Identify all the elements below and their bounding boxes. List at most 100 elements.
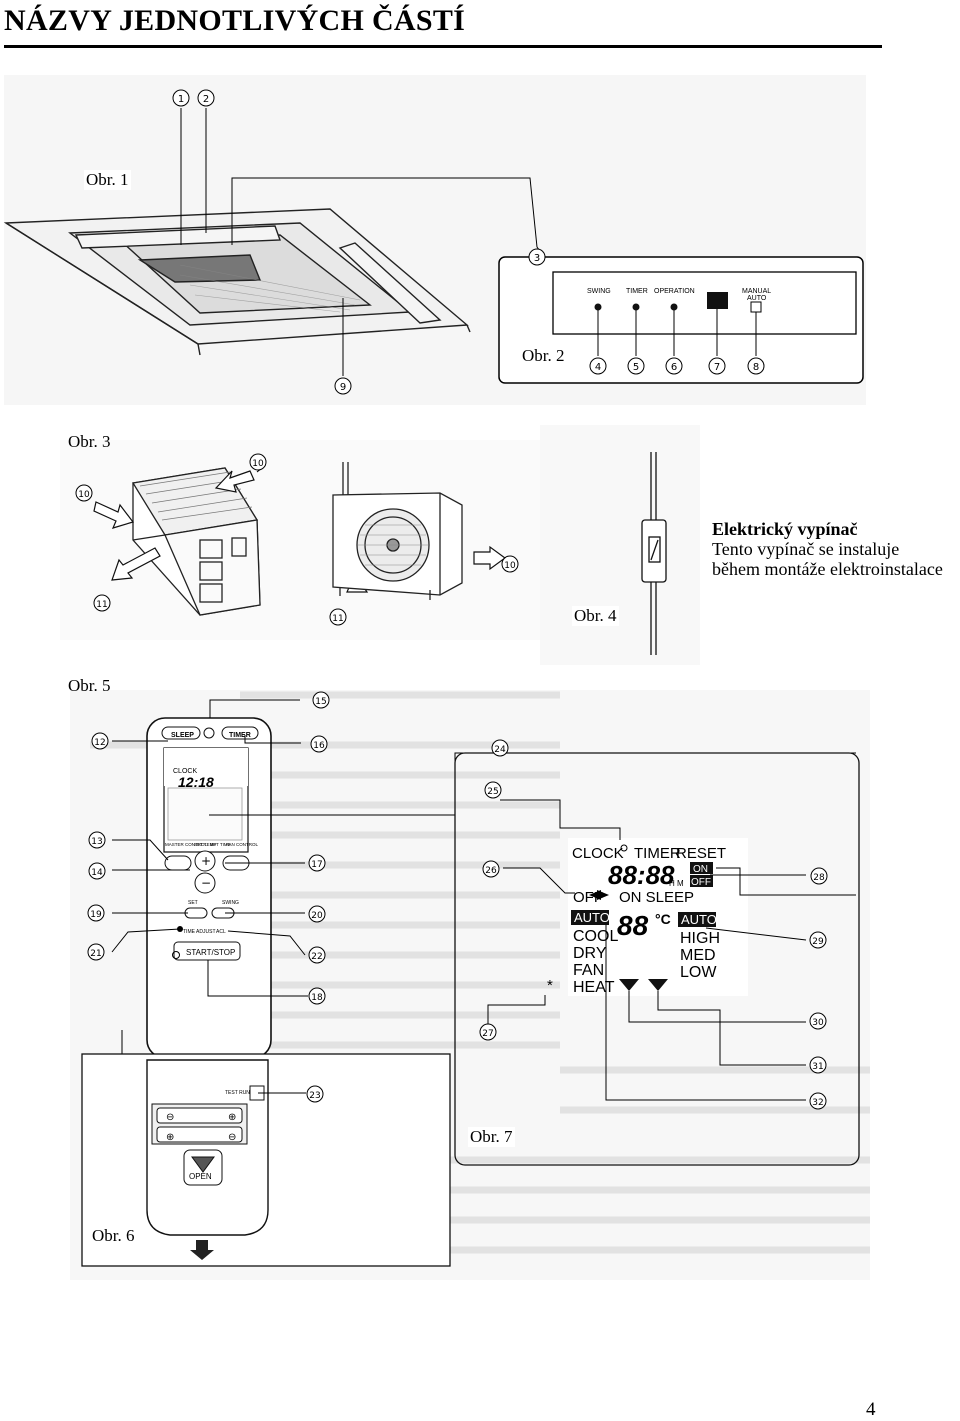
callout-numbers (75, 89, 828, 1110)
callout-24: 24 (494, 745, 506, 755)
lcd-high: HIGH (680, 930, 720, 947)
callout-11b: 11 (332, 614, 343, 624)
figure-label-obr6: Obr. 6 (90, 1226, 137, 1246)
temp-up-button[interactable] (194, 850, 216, 872)
lcd-asterisk: * (547, 977, 553, 994)
panel-label-manual: MANUAL (742, 288, 771, 295)
lcd-auto-fan: AUTO (681, 912, 717, 927)
remote-settime-label: SET TIME (210, 842, 231, 847)
swing-led (594, 303, 602, 311)
set-button[interactable] (184, 907, 208, 919)
figure-label-obr7: Obr. 7 (468, 1127, 515, 1147)
lcd-heat: HEAT (573, 979, 615, 996)
remote-settemp-label: SET TEMP (194, 842, 216, 847)
remote-swing-label: SWING (222, 900, 239, 906)
lcd-cool: COOL (573, 928, 618, 945)
remote-set-label: SET (188, 900, 198, 906)
callout-11a: 11 (96, 600, 107, 610)
callout-10a: 10 (78, 490, 90, 500)
figure-label-obr3: Obr. 3 (68, 432, 111, 451)
remote-back-battery: ⊖ ⊕ ⊕ ⊖ (81, 1053, 451, 1267)
callout-7: 7 (714, 362, 720, 373)
title-rule (4, 45, 882, 48)
lcd-deg: °C (655, 911, 671, 927)
remote-timeadjust-label: TIME ADJUST (183, 929, 216, 935)
switch-note-line2: během montáže elektroinstalace (712, 559, 943, 579)
remote-timer-label: TIMER (229, 732, 251, 739)
svg-text:+: + (201, 854, 211, 868)
master-control-button[interactable] (164, 855, 192, 871)
callout-15: 15 (315, 697, 326, 707)
page-number: 4 (866, 1399, 876, 1420)
callout-13: 13 (91, 837, 102, 847)
remote-acl-label: ACL (216, 929, 226, 935)
lcd-off-box: OFF (691, 877, 711, 888)
callout-8: 8 (753, 362, 759, 373)
start-stop-button[interactable] (173, 941, 241, 961)
callout-10c: 10 (504, 561, 516, 571)
cassette-unit (3, 208, 471, 356)
callout-20: 20 (311, 911, 323, 921)
callout-5: 5 (633, 362, 639, 373)
callout-10b: 10 (252, 459, 264, 469)
lcd-auto-mode: AUTO (574, 910, 610, 925)
callout-22: 22 (311, 952, 322, 962)
lcd-m: M (677, 879, 684, 888)
callout-32: 32 (812, 1098, 823, 1108)
switch-note: Elektrický vypínač Tento vypínač se inst… (712, 519, 943, 579)
callout-30: 30 (812, 1018, 824, 1028)
callout-17: 17 (311, 860, 322, 870)
svg-text:⊕: ⊕ (166, 1132, 174, 1143)
figure-label-obr2: Obr. 2 (520, 346, 567, 366)
lcd-segments: CLOCK TIMER RESET 88:88 H M OFF ON SLEEP… (547, 845, 726, 996)
callout-3: 3 (534, 253, 540, 264)
remote-sleep-label: SLEEP (171, 732, 194, 739)
operation-led (670, 303, 678, 311)
lcd-med: MED (680, 947, 716, 964)
sleep-button[interactable] (161, 726, 201, 740)
callout-19: 19 (90, 910, 102, 920)
page-title: NÁZVY JEDNOTLIVÝCH ČÁSTÍ (4, 4, 466, 37)
remote-time: 12:18 (178, 774, 214, 790)
manual-auto-button[interactable] (750, 301, 762, 313)
panel-label-operation: OPERATION (654, 288, 695, 295)
figure-label-obr5: Obr. 5 (68, 676, 111, 695)
callout-6: 6 (671, 362, 677, 373)
callout-31: 31 (812, 1062, 823, 1072)
switch-note-heading: Elektrický vypínač (712, 519, 858, 539)
panel-label-swing: SWING (587, 288, 611, 295)
svg-text:⊖: ⊖ (228, 1132, 236, 1143)
figure-label-obr4: Obr. 4 (572, 606, 619, 626)
callout-21: 21 (90, 949, 101, 959)
open-label: OPEN (189, 1172, 212, 1181)
timer-button[interactable] (221, 726, 259, 740)
remote-control (146, 717, 272, 1059)
temp-down-button[interactable] (194, 872, 216, 894)
switch-note-line1: Tento vypínač se instaluje (712, 539, 900, 559)
timer-led (632, 303, 640, 311)
svg-text:⊕: ⊕ (228, 1112, 236, 1123)
remote-fan-label: FAN CONTROL (226, 842, 259, 847)
lcd-timer: TIMER (634, 845, 681, 862)
callout-1: 1 (178, 94, 184, 105)
test-run-label: TEST RUN (225, 1090, 250, 1096)
lcd-reset: RESET (676, 845, 726, 862)
callout-14: 14 (91, 868, 103, 878)
remote-startstop-label: START/STOP (186, 948, 235, 957)
outdoor-unit-2 (332, 462, 463, 600)
figure-label-obr1: Obr. 1 (84, 170, 131, 190)
callout-16: 16 (313, 741, 325, 751)
lcd-on-sleep: ON SLEEP (619, 889, 694, 906)
lcd-h: H (669, 879, 675, 888)
callout-12: 12 (94, 738, 105, 748)
panel-label-timer: TIMER (626, 288, 648, 295)
panel-label-auto: AUTO (747, 295, 767, 302)
callout-2: 2 (203, 94, 209, 105)
lcd-clock: CLOCK (572, 845, 624, 862)
callout-27: 27 (482, 1029, 493, 1039)
electric-switch (641, 452, 667, 655)
callout-28: 28 (813, 873, 825, 883)
indoor-display-panel: SWING TIMER OPERATION MANUAL AUTO (498, 256, 864, 384)
remote-master-label: MASTER CONTROL (165, 842, 208, 847)
